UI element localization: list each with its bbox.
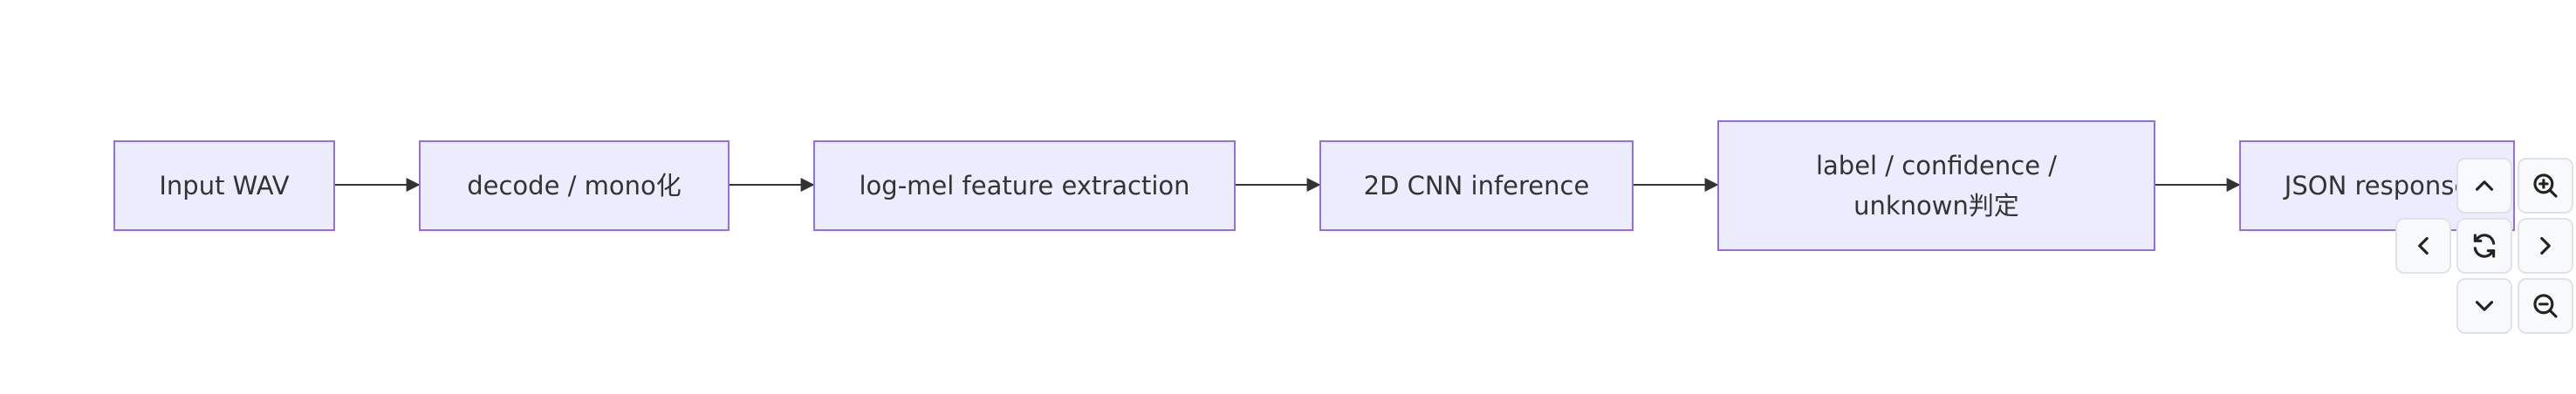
reset-view-button[interactable] [2456, 218, 2512, 274]
pan-down-button[interactable] [2456, 278, 2512, 334]
node-label: Input WAV [159, 171, 290, 200]
pan-up-button[interactable] [2456, 158, 2512, 214]
node-label: label / confidence / unknown判定 [1815, 151, 2058, 221]
node-decode-mono: decode / mono化 [419, 140, 730, 231]
chevron-up-icon [2475, 180, 2494, 191]
node-label: log-mel feature extraction [859, 171, 1190, 200]
chevron-left-icon [2418, 236, 2429, 255]
node-label-confidence: label / confidence / unknown判定 [1717, 120, 2155, 251]
node-input-wav: Input WAV [113, 140, 335, 231]
chevron-right-icon [2540, 236, 2551, 255]
zoom-out-button[interactable] [2518, 278, 2573, 334]
zoom-in-button[interactable] [2518, 158, 2573, 214]
node-label: decode / mono化 [467, 171, 682, 200]
zoom-in-icon [2533, 173, 2558, 198]
node-json-response: JSON response [2239, 140, 2515, 231]
node-label: 2D CNN inference [1363, 171, 1590, 200]
node-logmel-extraction: log-mel feature extraction [813, 140, 1236, 231]
zoom-out-icon [2533, 294, 2558, 318]
pan-left-button[interactable] [2395, 218, 2451, 274]
chevron-down-icon [2475, 301, 2494, 311]
refresh-icon [2473, 234, 2496, 258]
node-cnn-inference: 2D CNN inference [1319, 140, 1634, 231]
pan-right-button[interactable] [2518, 218, 2573, 274]
node-label: JSON response [2284, 171, 2470, 200]
